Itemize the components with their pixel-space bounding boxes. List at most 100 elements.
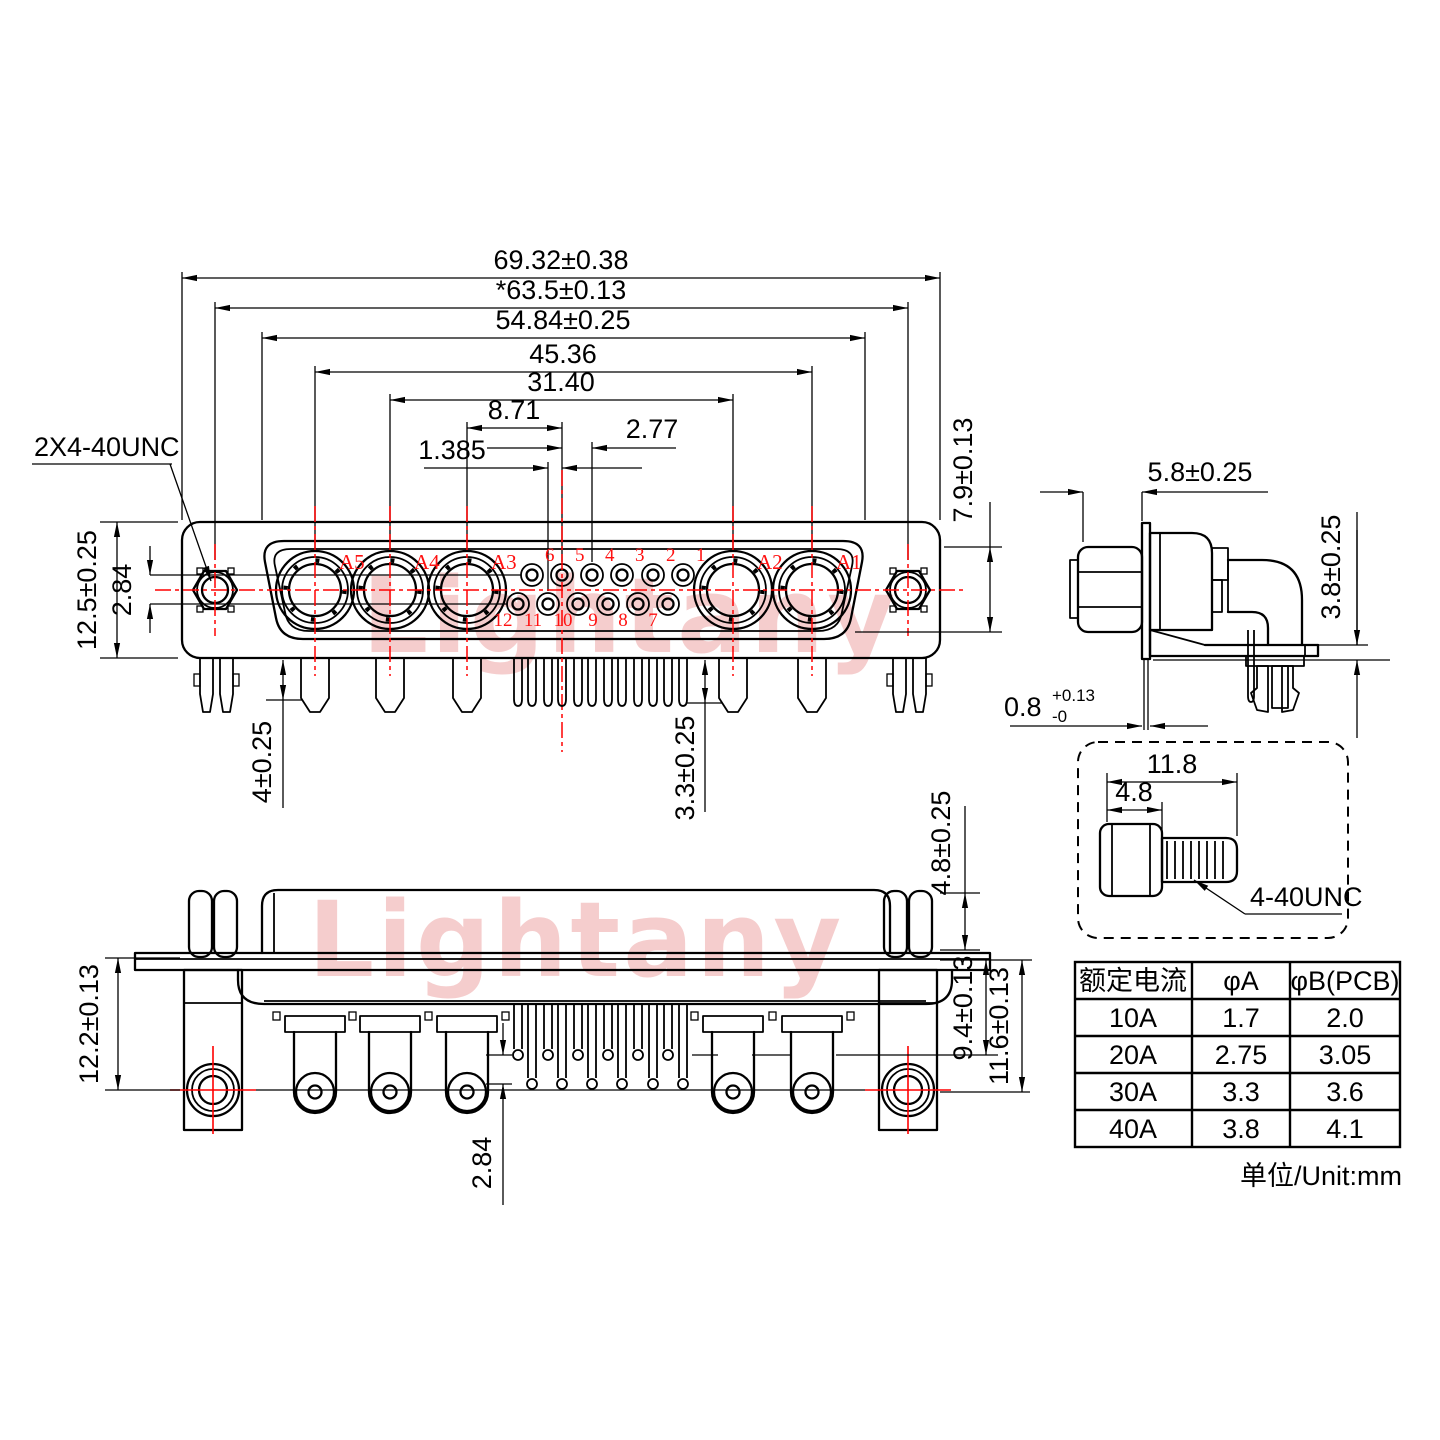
side-pcb-pin <box>1247 630 1255 703</box>
cell-current: 30A <box>1109 1077 1157 1107</box>
side-jackscrew <box>1076 545 1144 634</box>
cell-phi-b: 3.05 <box>1319 1040 1372 1070</box>
dim-screw-total: 11.8 <box>1147 749 1198 779</box>
spec-table: 额定电流 φA φB(PCB) 10A 1.7 2.0 20A 2.75 3.0… <box>1073 960 1402 1191</box>
screw-thread-label: 4-40UNC <box>1250 882 1363 912</box>
cup <box>284 1015 346 1115</box>
side-depth-dim: 5.8±0.25 <box>1040 457 1268 542</box>
bracket-leg-right <box>865 968 951 1134</box>
pin-label-12: 12 <box>494 610 513 631</box>
big-tails <box>300 658 827 713</box>
thread-note-label: 2X4-40UNC <box>34 432 180 462</box>
pin-label-5: 5 <box>575 545 585 566</box>
cell-current: 10A <box>1109 1003 1157 1033</box>
thread-note: 2X4-40UNC <box>32 432 212 582</box>
cell-phi-a: 2.75 <box>1215 1040 1268 1070</box>
bottom-view: 12.2±0.13 2.84 9.4±0.13 11.6±0.13 4.8±0.… <box>74 791 1032 1205</box>
screw-detail: 11.8 4.8 4-40UNC <box>1077 741 1363 939</box>
pin-row-bottom: 12 11 10 9 8 7 <box>494 592 680 631</box>
cell-phi-b: 3.6 <box>1326 1077 1364 1107</box>
cell-phi-a: 1.7 <box>1222 1003 1260 1033</box>
pin-row-top: 6 5 4 3 2 1 <box>520 545 706 587</box>
dim-screw-head: 4.8 <box>1115 777 1153 807</box>
shell-silhouette <box>260 888 892 955</box>
cup <box>702 1015 764 1115</box>
dim-flange-tol-upper: +0.13 <box>1052 686 1095 705</box>
board-lock-left <box>193 658 240 713</box>
bottom-pins <box>512 1004 689 1090</box>
elbow-outer <box>1226 558 1304 647</box>
dim-big-tail-len: 4±0.25 <box>247 721 277 803</box>
pin-label-8: 8 <box>618 610 628 631</box>
elbow-inner <box>1226 610 1270 647</box>
cell-current: 40A <box>1109 1114 1157 1144</box>
centerlines-front <box>155 470 966 752</box>
cell-phi-b: 2.0 <box>1326 1003 1364 1033</box>
cell-phi-b: 4.1 <box>1326 1114 1364 1144</box>
dim-pin-pitch: 2.77 <box>626 414 679 444</box>
dim-row-offset: 2.84 <box>107 564 137 617</box>
pin-label-6: 6 <box>545 545 555 566</box>
front-right-dim: 7.9±0.13 <box>855 418 1002 633</box>
cell-phi-a: 3.3 <box>1222 1077 1260 1107</box>
table-header-current: 额定电流 <box>1079 966 1187 996</box>
table-header-phi-b: φB(PCB) <box>1290 966 1399 996</box>
top-dimension-chain: 69.32±0.38 *63.5±0.13 54.84±0.25 45.36 3… <box>182 245 940 472</box>
dim-pin-depth: 9.4±0.13 <box>948 956 978 1061</box>
bracket-leg-left <box>170 968 256 1134</box>
table-row: 30A 3.3 3.6 <box>1109 1077 1364 1107</box>
flange-strip <box>133 951 992 972</box>
front-left-dims: 12.5±0.25 2.84 <box>72 521 178 659</box>
front-bottom-dims: 4±0.25 3.3±0.25 <box>247 660 722 820</box>
d-shell-inner <box>273 548 854 632</box>
signal-pins: 6 5 4 3 2 1 12 11 10 9 8 7 <box>494 545 706 631</box>
dim-pin-height: 3.8±0.25 <box>1316 515 1346 620</box>
side-body <box>1069 521 1390 730</box>
pin-short-row <box>512 1004 674 1061</box>
bottom-body <box>133 888 992 1134</box>
pin-label-9: 9 <box>588 610 598 631</box>
solder-cups <box>272 1011 855 1115</box>
cell-current: 20A <box>1109 1040 1157 1070</box>
pin-label-11: 11 <box>524 610 542 631</box>
contact-label-a3: A3 <box>491 550 517 574</box>
screw-dims: 11.8 4.8 4-40UNC <box>1106 749 1363 915</box>
dim-a3-pin5-span: 8.71 <box>488 395 541 425</box>
watermark-text: Lightany <box>308 879 844 1001</box>
pin-label-2: 2 <box>666 545 676 566</box>
front-view: 69.32±0.38 *63.5±0.13 54.84±0.25 45.36 3… <box>32 245 1002 820</box>
dim-overall-width: 69.32±0.38 <box>494 245 629 275</box>
side-flange-thickness-dim: 0.8 +0.13 -0 <box>1004 686 1208 730</box>
dim-depth: 5.8±0.25 <box>1148 457 1253 487</box>
board-lock-right <box>886 658 933 713</box>
side-rivet <box>1245 655 1305 713</box>
dim-nut-height: 4.8±0.25 <box>926 791 956 896</box>
pin-label-3: 3 <box>635 545 645 566</box>
table-row: 20A 2.75 3.05 <box>1109 1040 1371 1070</box>
dim-cup-depth: 11.6±0.13 <box>984 967 1014 1085</box>
dim-body-height: 12.5±0.25 <box>72 530 102 650</box>
front-solder-tails <box>193 658 933 713</box>
dim-shell-width: 54.84±0.25 <box>496 305 631 335</box>
dim-mount-span: *63.5±0.13 <box>496 275 626 305</box>
side-pin-height-dim: 3.8±0.25 <box>1316 512 1368 738</box>
pin-label-4: 4 <box>605 545 615 566</box>
dim-a5-a1-span: 45.36 <box>529 339 597 369</box>
table-row: 40A 3.8 4.1 <box>1109 1114 1364 1144</box>
contact-label-a5: A5 <box>339 550 365 574</box>
bottom-dims: 12.2±0.13 2.84 9.4±0.13 11.6±0.13 4.8±0.… <box>74 791 1032 1205</box>
dim-bracket-height: 12.2±0.13 <box>74 964 104 1084</box>
cell-phi-a: 3.8 <box>1222 1114 1260 1144</box>
contact-label-a1: A1 <box>836 550 862 574</box>
table-row: 10A 1.7 2.0 <box>1109 1003 1364 1033</box>
dim-small-tail-len: 3.3±0.25 <box>670 716 700 821</box>
thread-hatch <box>1166 841 1224 879</box>
dim-half-pitch: 1.385 <box>418 435 486 465</box>
dim-shell-height: 7.9±0.13 <box>948 418 978 523</box>
dim-flange-thickness: 0.8 <box>1004 692 1042 722</box>
dim-flange-tol-lower: -0 <box>1052 707 1067 726</box>
unit-note: 单位/Unit:mm <box>1240 1161 1402 1191</box>
dim-a4-a2-span: 31.40 <box>527 367 595 397</box>
